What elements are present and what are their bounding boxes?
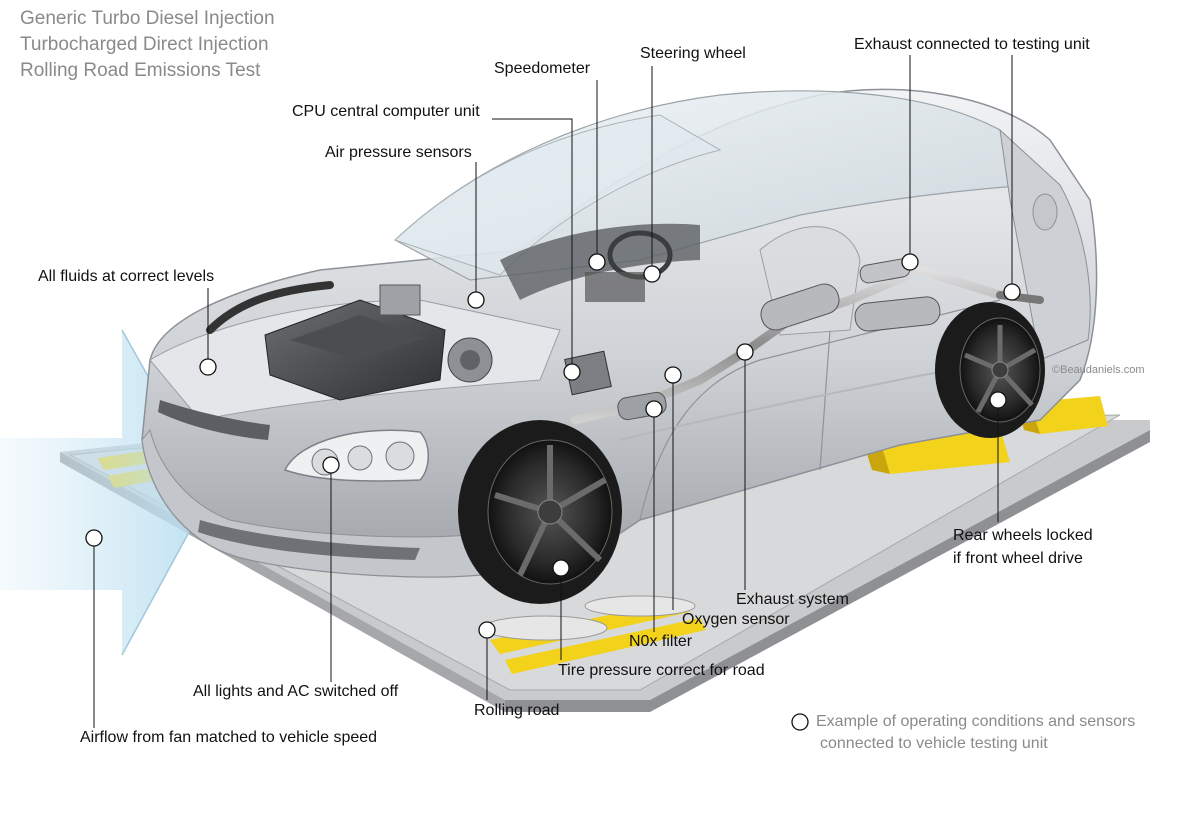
front-roller-stripes [482, 595, 706, 674]
label-exhaust-testing: Exhaust connected to testing unit [854, 36, 1090, 53]
label-speedometer: Speedometer [494, 60, 591, 77]
label-airflow: Airflow from fan matched to vehicle spee… [80, 729, 378, 746]
marker-rolling-road [478, 621, 496, 639]
front-wheel [458, 420, 622, 604]
exhaust-system [570, 258, 1044, 425]
label-fluids: All fluids at correct levels [38, 268, 215, 285]
label-steering-wheel: Steering wheel [640, 45, 746, 62]
marker-exhaust-testing-rear [1003, 283, 1021, 301]
illustrator-credit: ©Beaudaniels.com [1052, 364, 1145, 376]
marker-exhaust-testing [901, 253, 919, 271]
label-tire-pressure: Tire pressure correct for road [558, 662, 765, 679]
marker-rear-wheels [989, 391, 1007, 409]
marker-speedometer [588, 253, 606, 271]
title-line-1: Generic Turbo Diesel Injection [20, 8, 275, 29]
marker-cpu [563, 363, 581, 381]
engine-block [206, 281, 493, 401]
rear-wheel [935, 302, 1045, 438]
marker-air-pressure [467, 291, 485, 309]
label-cpu: CPU central computer unit [292, 103, 480, 120]
label-oxygen-sensor: Oxygen sensor [682, 611, 790, 628]
label-rolling-road: Rolling road [474, 702, 560, 719]
marker-airflow [85, 529, 103, 547]
marker-steering-wheel [643, 265, 661, 283]
label-air-pressure: Air pressure sensors [325, 144, 472, 161]
title-line-3: Rolling Road Emissions Test [20, 60, 261, 81]
marker-oxygen [664, 366, 682, 384]
legend-line-2: connected to vehicle testing unit [820, 735, 1048, 752]
sensor-markers [85, 253, 1021, 731]
label-lights-ac: All lights and AC switched off [193, 683, 399, 700]
marker-lights [322, 456, 340, 474]
leader-cpu [492, 118, 573, 372]
label-exhaust-system: Exhaust system [736, 591, 849, 608]
marker-exhaust-system [736, 343, 754, 361]
leader-lines [93, 55, 1013, 728]
marker-tire [552, 559, 570, 577]
label-rear-wheels-line-2: if front wheel drive [953, 550, 1083, 567]
label-rear-wheels-line-1: Rear wheels locked [953, 527, 1093, 544]
title-line-2: Turbocharged Direct Injection [20, 34, 269, 55]
marker-fluids [199, 358, 217, 376]
legend-line-1: Example of operating conditions and sens… [816, 713, 1136, 730]
legend-marker-icon [791, 713, 809, 731]
label-nox-filter: N0x filter [629, 633, 693, 650]
marker-nox [645, 400, 663, 418]
